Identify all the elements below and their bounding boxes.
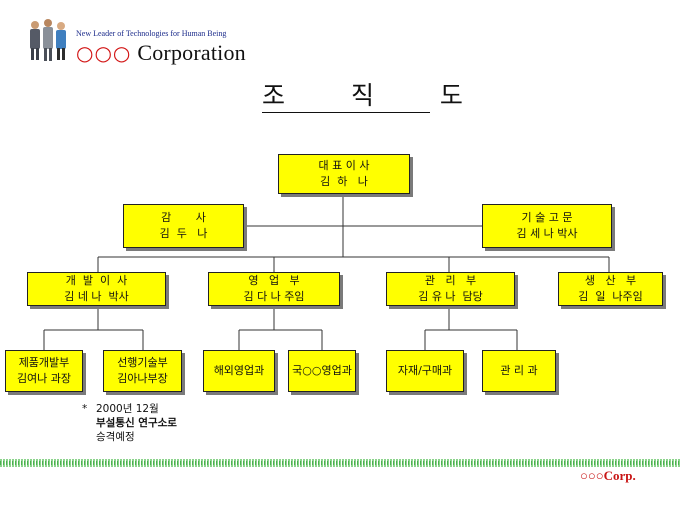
team-overseas-sales-title: 해외영업과 xyxy=(213,364,265,377)
team-advanced-tech-head: 김아나부장 xyxy=(117,372,168,385)
dept-management-head: 김 유 나 담당 xyxy=(418,290,483,303)
team-materials-purchasing-title: 자재/구매과 xyxy=(397,364,453,377)
team-management-title: 관 리 과 xyxy=(500,364,538,377)
company-name-text: Corporation xyxy=(137,40,246,65)
team-advanced-tech-title: 선행기술부 xyxy=(117,356,168,369)
team-materials-purchasing-box: 자재/구매과 xyxy=(386,350,464,392)
dept-development-head: 김 네 나 박사 xyxy=(64,290,129,303)
footnote: * 2000년 12월 부설통신 연구소로 승격예정 xyxy=(82,402,177,444)
footer-corp-text: Corp. xyxy=(603,468,636,483)
team-advanced-tech-box: 선행기술부 김아나부장 xyxy=(103,350,182,392)
team-management-box: 관 리 과 xyxy=(482,350,556,392)
footnote-date: 2000년 12월 xyxy=(96,403,159,415)
company-tagline: New Leader of Technologies for Human Bei… xyxy=(76,29,227,38)
dept-sales-title: 영 업 부 xyxy=(248,274,300,287)
team-overseas-sales-box: 해외영업과 xyxy=(203,350,275,392)
footer-corp-mark: ○○○Corp. xyxy=(580,468,636,484)
dept-production-head: 김 일 나주임 xyxy=(578,290,643,303)
advisor-title: 기 술 고 문 xyxy=(521,211,573,224)
dept-development-box: 개 발 이 사 김 네 나 박사 xyxy=(27,272,166,306)
dept-production-box: 생 산 부 김 일 나주임 xyxy=(558,272,663,306)
dept-management-title: 관 리 부 xyxy=(424,274,477,287)
dept-sales-head: 김 다 나 주임 xyxy=(243,290,305,303)
auditor-box: 감 사 김 두 나 xyxy=(123,204,244,248)
dept-development-title: 개 발 이 사 xyxy=(65,274,128,287)
company-name: ○○○Corporation xyxy=(76,40,246,66)
footnote-asterisk: * xyxy=(82,403,88,415)
footer-corp-circles: ○○○ xyxy=(580,468,604,483)
team-domestic-sales-box: 국○○영업과 xyxy=(288,350,356,392)
footnote-line-2: 부설통신 연구소로 xyxy=(96,417,177,429)
footnote-line-3: 승격예정 xyxy=(96,431,135,443)
dept-management-box: 관 리 부 김 유 나 담당 xyxy=(386,272,515,306)
auditor-name: 김 두 나 xyxy=(159,227,208,240)
people-logo-icon xyxy=(26,16,70,62)
page-title: 조 직 도 xyxy=(262,82,463,113)
ceo-box: 대 표 이 사 김 하 나 xyxy=(278,154,410,194)
team-product-dev-head: 김여나 과장 xyxy=(16,372,72,385)
advisor-name: 김 세 나 박사 xyxy=(516,227,578,240)
footer-divider-inner xyxy=(0,461,680,465)
ceo-title: 대 표 이 사 xyxy=(318,159,370,172)
company-circles: ○○○ xyxy=(76,41,132,65)
auditor-title: 감 사 xyxy=(161,211,206,224)
team-product-dev-box: 제품개발부 김여나 과장 xyxy=(5,350,83,392)
team-product-dev-title: 제품개발부 xyxy=(18,356,70,369)
advisor-box: 기 술 고 문 김 세 나 박사 xyxy=(482,204,612,248)
dept-production-title: 생 산 부 xyxy=(584,274,637,287)
ceo-name: 김 하 나 xyxy=(320,175,368,188)
team-domestic-sales-title: 국○○영업과 xyxy=(292,364,352,377)
dept-sales-box: 영 업 부 김 다 나 주임 xyxy=(208,272,340,306)
